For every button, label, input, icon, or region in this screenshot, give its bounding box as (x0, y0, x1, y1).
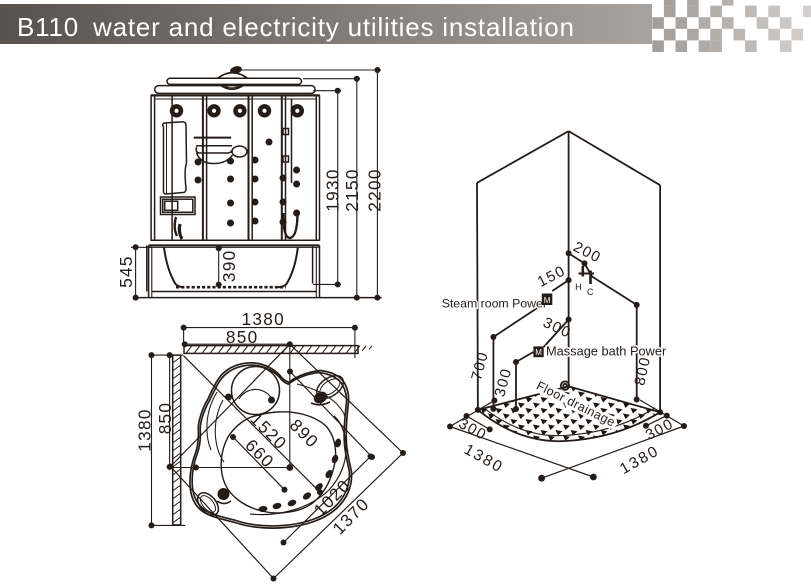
svg-text:M: M (544, 296, 551, 305)
svg-text:Massage bath Power: Massage bath Power (546, 344, 667, 359)
svg-text:2150: 2150 (342, 168, 362, 211)
svg-text:H: H (575, 282, 582, 292)
svg-text:Massage bath Power: Massage bath Power (546, 344, 667, 359)
svg-text:Steam room Power: Steam room Power (442, 297, 547, 311)
svg-text:545: 545 (116, 255, 136, 288)
svg-text:2200: 2200 (365, 168, 385, 211)
svg-text:150: 150 (535, 262, 569, 291)
svg-text:1380: 1380 (135, 408, 155, 451)
svg-text:1380: 1380 (461, 441, 506, 477)
svg-text:M: M (535, 348, 542, 357)
svg-text:1380: 1380 (242, 309, 285, 329)
svg-text:390: 390 (219, 250, 239, 283)
svg-text:850: 850 (226, 327, 259, 347)
svg-text:C: C (587, 287, 594, 297)
svg-text:300: 300 (456, 415, 490, 444)
svg-text:1930: 1930 (322, 168, 342, 211)
svg-text:850: 850 (155, 402, 175, 435)
svg-text:800: 800 (631, 355, 654, 387)
svg-text:300: 300 (491, 366, 515, 399)
svg-text:Steam room Power: Steam room Power (442, 297, 547, 311)
svg-text:700: 700 (468, 349, 492, 382)
